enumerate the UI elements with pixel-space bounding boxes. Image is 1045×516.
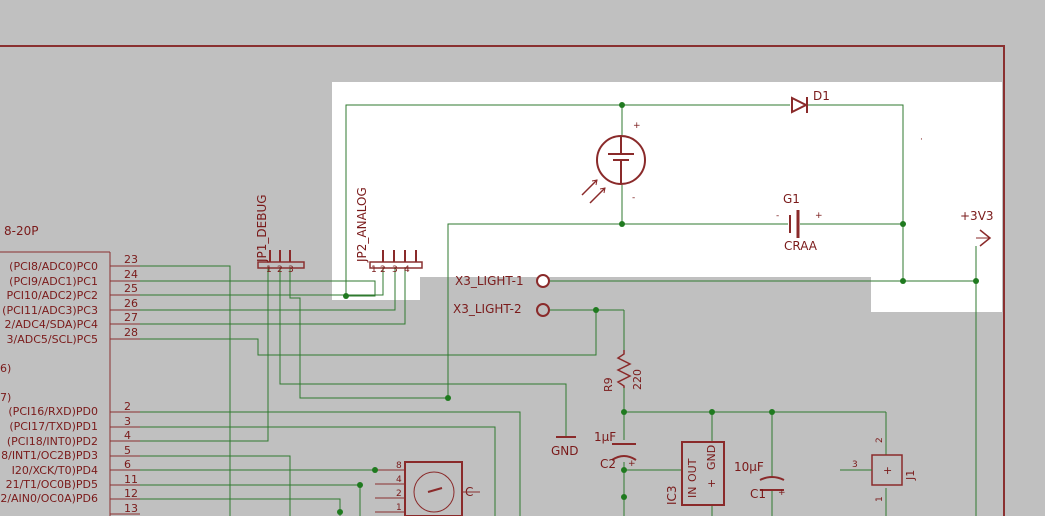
jp2-pin: 1	[371, 265, 377, 275]
j1-plus: +	[883, 464, 892, 477]
diode-d1[interactable]: D1	[791, 89, 830, 114]
ic3-regulator[interactable]: OUT GND IN + IC3	[665, 441, 725, 506]
capacitor-c2[interactable]: 1µF C2 +	[594, 430, 637, 471]
ic3-plus: +	[705, 479, 718, 488]
jp1-label: JP1_DEBUG	[255, 194, 269, 263]
jp1-pin: 3	[288, 265, 294, 275]
jp2-label: JP2_ANALOG	[355, 187, 369, 263]
jp2-connector[interactable]: 1 2 3 4 JP2_ANALOG	[355, 187, 423, 275]
photocell-plus: +	[633, 121, 641, 131]
x3-light-1-label: X3_LIGHT-1	[455, 274, 524, 288]
gnd-symbol[interactable]: GND	[551, 436, 579, 458]
c2-value: 1µF	[594, 430, 616, 444]
mcu-pin-label: 3/ADC5/SCL)PC5	[7, 333, 98, 346]
mcu-pin-label: (PCI11/ADC3)PC3	[2, 304, 98, 317]
mcu-pin-label: 2/ADC4/SDA)PC4	[5, 318, 98, 331]
mcu-pin-label: I20/XCK/T0)PD4	[12, 464, 98, 477]
mcu-pin-num: 25	[124, 282, 138, 295]
capacitor-c1[interactable]: 10µF C1 +	[734, 460, 786, 501]
jp1-pin: 1	[266, 265, 272, 275]
mcu-pin-label: (PCI17/TXD)PD1	[9, 420, 98, 433]
g1-plus: +	[815, 211, 823, 221]
j1-pin2: 2	[875, 437, 885, 443]
switch-pin: 4	[396, 475, 402, 485]
j1-label: J1	[904, 470, 917, 481]
photocell-minus: -	[632, 193, 635, 203]
net-junctions	[337, 102, 979, 515]
mcu-name: 8-20P	[4, 224, 38, 238]
mcu-wires	[140, 223, 622, 516]
mcu-pin-label: PCI10/ADC2)PC2	[6, 289, 98, 302]
mcu-pin-num: 6	[124, 458, 131, 471]
c1-plus: +	[778, 488, 786, 498]
g1-value: CRAA	[784, 239, 818, 253]
vcc-symbol[interactable]: +3V3	[960, 209, 994, 247]
frame-border	[0, 45, 1005, 516]
mcu-pin-label: 21/T1/OC0B)PD5	[6, 478, 98, 491]
g1-label: G1	[783, 192, 800, 206]
jp1-connector[interactable]: 1 2 3 JP1_DEBUG	[255, 194, 305, 275]
d1-label: D1	[813, 89, 830, 103]
ic3-label: IC3	[665, 485, 679, 505]
x3-light-2-terminal[interactable]: X3_LIGHT-2	[453, 302, 550, 317]
mcu-pin-num: 26	[124, 297, 138, 310]
resistor-r9[interactable]: R9 220	[602, 350, 644, 392]
r9-label: R9	[602, 377, 615, 392]
c2-plus: +	[628, 459, 636, 469]
j1-pin1: 1	[875, 496, 885, 502]
c1-value: 10µF	[734, 460, 764, 474]
mcu-pin-label: (PCI18/INT0)PD2	[7, 435, 98, 448]
battery-g1[interactable]: G1 CRAA - +	[776, 192, 823, 253]
jp2-pin: 3	[392, 265, 398, 275]
jack-j1[interactable]: + J1 2 3 1	[840, 437, 917, 502]
mcu-pins-bottom: (PCI16/RXD)PD0 (PCI17/TXD)PD1 (PCI18/INT…	[0, 400, 138, 515]
mcu-pin-num: 2	[124, 400, 131, 413]
mcu-pin-num: 23	[124, 253, 138, 266]
c1-label: C1	[750, 487, 766, 501]
mcu-pin-num: 4	[124, 429, 131, 442]
mcu-pin-label: (PCI9/ADC1)PC1	[9, 275, 98, 288]
switch-pin: 2	[396, 489, 402, 499]
mcu-pin-num: 3	[124, 415, 131, 428]
ic3-gnd: GND	[705, 445, 718, 470]
mcu-pin-stubs	[110, 265, 140, 515]
mcu-pin-num: 27	[124, 311, 138, 324]
jp2-pin: 2	[380, 265, 386, 275]
mcu-pins-top: (PCI8/ADC0)PC0 (PCI9/ADC1)PC1 PCI10/ADC2…	[2, 253, 138, 346]
switch-pin: 8	[396, 461, 402, 471]
photocell-symbol[interactable]: + -	[581, 121, 646, 204]
x3-light-2-label: X3_LIGHT-2	[453, 302, 522, 316]
mcu-pin-num: 12	[124, 487, 138, 500]
vcc-label: +3V3	[960, 209, 994, 223]
jp2-pin: 4	[404, 265, 410, 275]
gnd-label: GND	[551, 444, 579, 458]
mcu-pin-label: (PCI16/RXD)PD0	[8, 405, 98, 418]
r9-value: 220	[631, 369, 644, 390]
selection-highlight	[332, 82, 1002, 312]
mcu-pin-label: (PCI8/ADC0)PC0	[9, 260, 98, 273]
mcu-pin-num: 5	[124, 444, 131, 457]
rotary-switch[interactable]: 8 4 2 1 C	[375, 461, 480, 516]
frame-tick: ·	[920, 135, 923, 145]
mcu-pin-num: 24	[124, 268, 138, 281]
mcu-pin-num: 11	[124, 473, 138, 486]
ic3-in: IN	[686, 487, 699, 498]
mcu-pin-label: 8/INT1/OC2B)PD3	[1, 449, 98, 462]
x3-light-1-terminal[interactable]: X3_LIGHT-1	[455, 274, 550, 288]
mcu-pin-num: 13	[124, 502, 138, 515]
ic3-out: OUT	[686, 458, 699, 482]
c2-label: C2	[600, 457, 616, 471]
mcu-pin-num: 28	[124, 326, 138, 339]
mcu-fragment: 7)	[0, 391, 11, 404]
mcu-pin-label: 2/AIN0/OC0A)PD6	[0, 492, 98, 505]
mcu-fragment: 6)	[0, 362, 11, 375]
jp1-pin: 2	[277, 265, 283, 275]
j1-pin3: 3	[852, 460, 858, 470]
switch-pin: 1	[396, 503, 402, 513]
g1-minus: -	[776, 211, 779, 221]
